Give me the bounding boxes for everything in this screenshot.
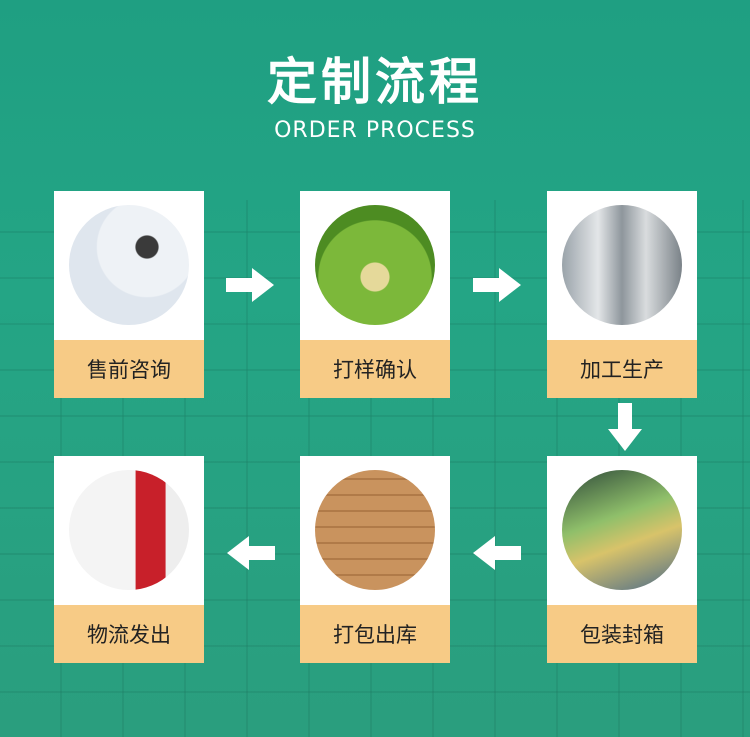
- truck-image: [69, 470, 189, 590]
- arrow-right-icon: [473, 268, 521, 302]
- step-card-1: 售前咨询: [54, 191, 204, 398]
- page-title: 定制流程: [267, 53, 483, 111]
- arrow-down-icon: [608, 403, 642, 451]
- step-label: 加工生产: [547, 340, 697, 398]
- step-card-5: 打包出库: [300, 456, 450, 663]
- packaging-image: [562, 470, 682, 590]
- step-card-3: 加工生产: [547, 191, 697, 398]
- step-label: 售前咨询: [54, 340, 204, 398]
- page-subtitle: ORDER PROCESS: [274, 118, 476, 143]
- customer-service-image: [69, 205, 189, 325]
- glue-traps-image: [315, 205, 435, 325]
- arrow-right-icon: [226, 268, 274, 302]
- arrow-left-icon: [227, 536, 275, 570]
- step-card-4: 包装封箱: [547, 456, 697, 663]
- factory-image: [562, 205, 682, 325]
- step-card-6: 物流发出: [54, 456, 204, 663]
- step-label: 包装封箱: [547, 605, 697, 663]
- step-label: 打包出库: [300, 605, 450, 663]
- cartons-image: [315, 470, 435, 590]
- step-label: 物流发出: [54, 605, 204, 663]
- step-label: 打样确认: [300, 340, 450, 398]
- step-card-2: 打样确认: [300, 191, 450, 398]
- arrow-left-icon: [473, 536, 521, 570]
